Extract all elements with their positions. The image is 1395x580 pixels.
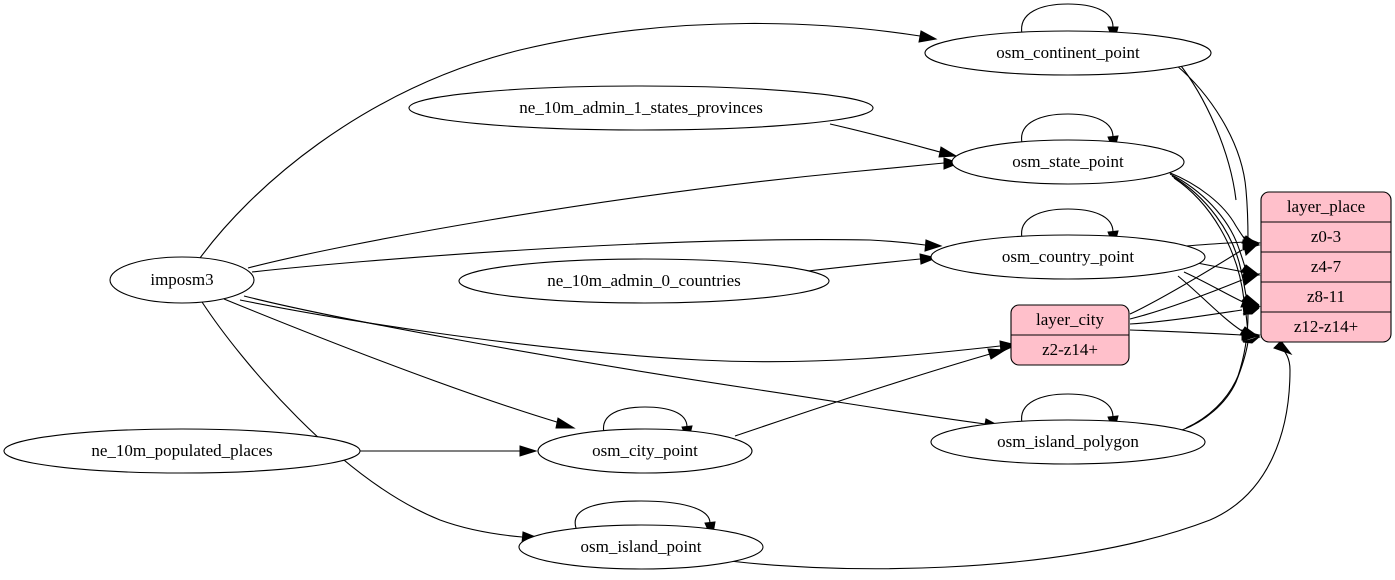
node-ne_10m_populated_places[interactable]: ne_10m_populated_places [3,428,361,474]
edge-osm_continent_point-to-layer_place-z0-3 [1175,64,1261,251]
node-imposm3[interactable]: imposm3 [109,256,255,304]
node-layer: imposm3 ne_10m_admin_1_states_provinces … [3,30,1212,570]
node-osm_country_point[interactable]: osm_country_point [930,234,1206,280]
edge-imposm3-to-osm_country_point [251,239,943,273]
edge-layer_city-to-layer_place-z12-z14+ [1129,329,1261,341]
record-node-layer_place[interactable]: layer_place z0-3 z4-7 z8-11 z12-z14+ [1260,191,1392,343]
record-row-layer_city-z2-z14plus[interactable]: z2-z14+ [1042,340,1098,359]
edge-osm_island_point-to-layer_place-z12-z14+ [707,340,1293,570]
node-osm_island_polygon[interactable]: osm_island_polygon [930,419,1206,465]
edge-osm_island_polygon-to-layer_place-z8-11 [1185,307,1260,429]
record-node-layer_city[interactable]: layer_city z2-z14+ [1010,304,1130,366]
node-ne_10m_admin_1_states_provinces[interactable]: ne_10m_admin_1_states_provinces [408,85,874,131]
node-ne_10m_admin_0_countries[interactable]: ne_10m_admin_0_countries [458,258,830,304]
edge-ne_10m_admin_1_states_provinces-to-osm_state_point [829,123,958,158]
record-row-layer_place-z4-7[interactable]: z4-7 [1311,257,1342,276]
edge-layer [199,3,1293,570]
node-osm_island_point[interactable]: osm_island_point [518,524,764,570]
node-label-ne_10m_admin_0_countries: ne_10m_admin_0_countries [547,271,741,290]
record-row-layer_place-z0-3[interactable]: z0-3 [1311,227,1341,246]
node-label-ne_10m_populated_places: ne_10m_populated_places [91,441,272,460]
record-row-layer_city-title: layer_city [1036,310,1104,329]
record-row-layer_place-z8-11[interactable]: z8-11 [1307,287,1345,306]
node-label-osm_continent_point: osm_continent_point [996,43,1140,62]
edge-imposm3-to-osm_city_point [223,298,576,429]
edge-imposm3-to-osm_state_point [247,157,961,269]
record-row-layer_place-title: layer_place [1287,197,1365,216]
edge-osm_island_polygon-to-layer_place-z12-z14+ [1181,336,1260,431]
edge-osm_continent_point-to-layer_place-curve [1177,61,1237,201]
node-label-osm_island_polygon: osm_island_polygon [997,432,1139,451]
node-label-osm_country_point: osm_country_point [1002,247,1134,266]
edge-imposm3-to-osm_island_point [201,301,540,544]
node-label-ne_10m_admin_1_states_provinces: ne_10m_admin_1_states_provinces [519,98,763,117]
edge-layer_city-to-layer_place-z8-11 [1129,304,1261,325]
node-osm_continent_point[interactable]: osm_continent_point [924,30,1212,76]
edge-imposm3-to-layer_city [239,299,1018,363]
node-label-osm_island_point: osm_island_point [581,537,702,556]
node-label-imposm3: imposm3 [150,270,213,289]
node-osm_state_point[interactable]: osm_state_point [951,139,1185,185]
edge-layer_city-to-layer_place-z4-7 [1129,273,1261,320]
edge-osm_city_point-to-layer_city [734,348,1007,437]
node-osm_city_point[interactable]: osm_city_point [537,428,753,474]
edge-imposm3-to-osm_continent_point [199,22,938,259]
edge-ne_10m_populated_places-to-osm_city_point [360,445,538,457]
record-node-layer: layer_place z0-3 z4-7 z8-11 z12-z14+ lay… [1010,191,1392,366]
node-label-osm_state_point: osm_state_point [1012,152,1124,171]
node-label-osm_city_point: osm_city_point [592,441,698,460]
edge-ne_10m_admin_0_countries-to-osm_country_point [807,253,938,272]
edge-layer_city-to-layer_place-z0-3 [1129,242,1261,315]
record-row-layer_place-z12-z14plus[interactable]: z12-z14+ [1294,317,1358,336]
